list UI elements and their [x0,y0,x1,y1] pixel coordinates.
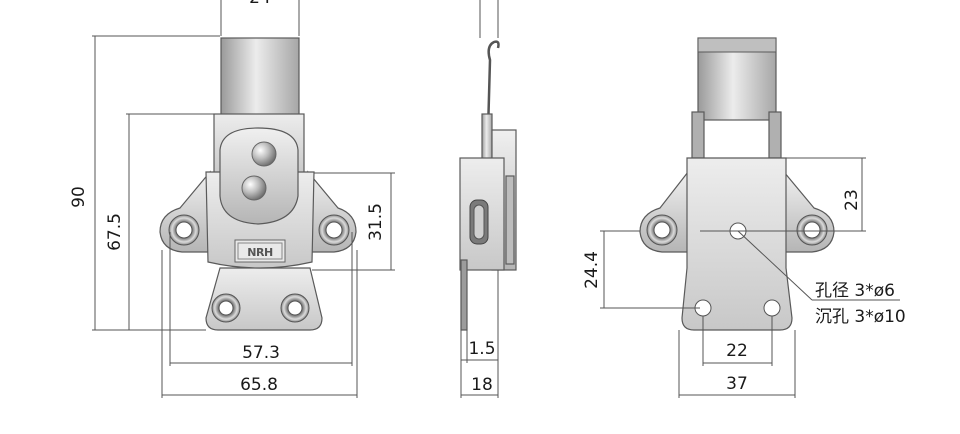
side-dim-depth: 18 [471,375,493,395]
side-pivot [505,175,515,265]
side-body [459,157,505,271]
front-rivet-plate [219,127,299,225]
front-dim-total-height: 90 [69,186,89,208]
back-hook-lip [697,37,777,53]
front-dim-base-height: 31.5 [366,203,386,241]
back-dim-upper-offset: 23 [842,189,862,211]
side-spring-inner [473,204,485,240]
back-note-countersink: 沉孔 3*ø10 [815,307,906,327]
front-dim-top: 24 [249,0,271,8]
front-view: NRH 24 90 67.5 31.5 57.3 65.8 [69,0,395,398]
back-note-hole: 孔径 3*ø6 [815,281,895,301]
side-hook-wire [486,40,500,133]
front-hook [220,37,300,117]
front-dim-total-width: 65.8 [240,375,278,395]
back-leader-line [737,230,813,301]
front-base-bore-right [287,300,303,316]
front-dim-hole-spacing: 57.3 [242,343,280,363]
front-rivet-top [251,141,277,167]
back-right-ear-bore [803,221,821,239]
back-left-ear-bore [653,221,671,239]
back-strap-left [691,111,705,159]
back-strap-right [768,111,782,159]
back-dim-base-width: 37 [726,374,748,394]
back-dim-lower-offset: 24.4 [582,251,602,289]
back-view: 23 24.4 孔径 3*ø6 沉孔 3*ø10 22 37 [582,37,906,398]
back-base-hole-right [763,299,781,317]
front-base-bore-left [218,300,234,316]
front-rivet-bottom [241,175,267,201]
side-view: 1.5 18 [459,0,517,398]
back-body [681,157,793,331]
front-logo-frame [237,242,283,260]
back-dim-mount-spacing: 22 [726,341,748,361]
side-mount-plate [460,259,468,331]
front-left-ear-bore [175,221,193,239]
side-dim-thickness: 1.5 [468,339,495,359]
front-dim-body-height: 67.5 [105,213,125,251]
front-logo-text: NRH [247,246,273,259]
front-right-ear-bore [325,221,343,239]
front-logo-plate [234,239,286,263]
